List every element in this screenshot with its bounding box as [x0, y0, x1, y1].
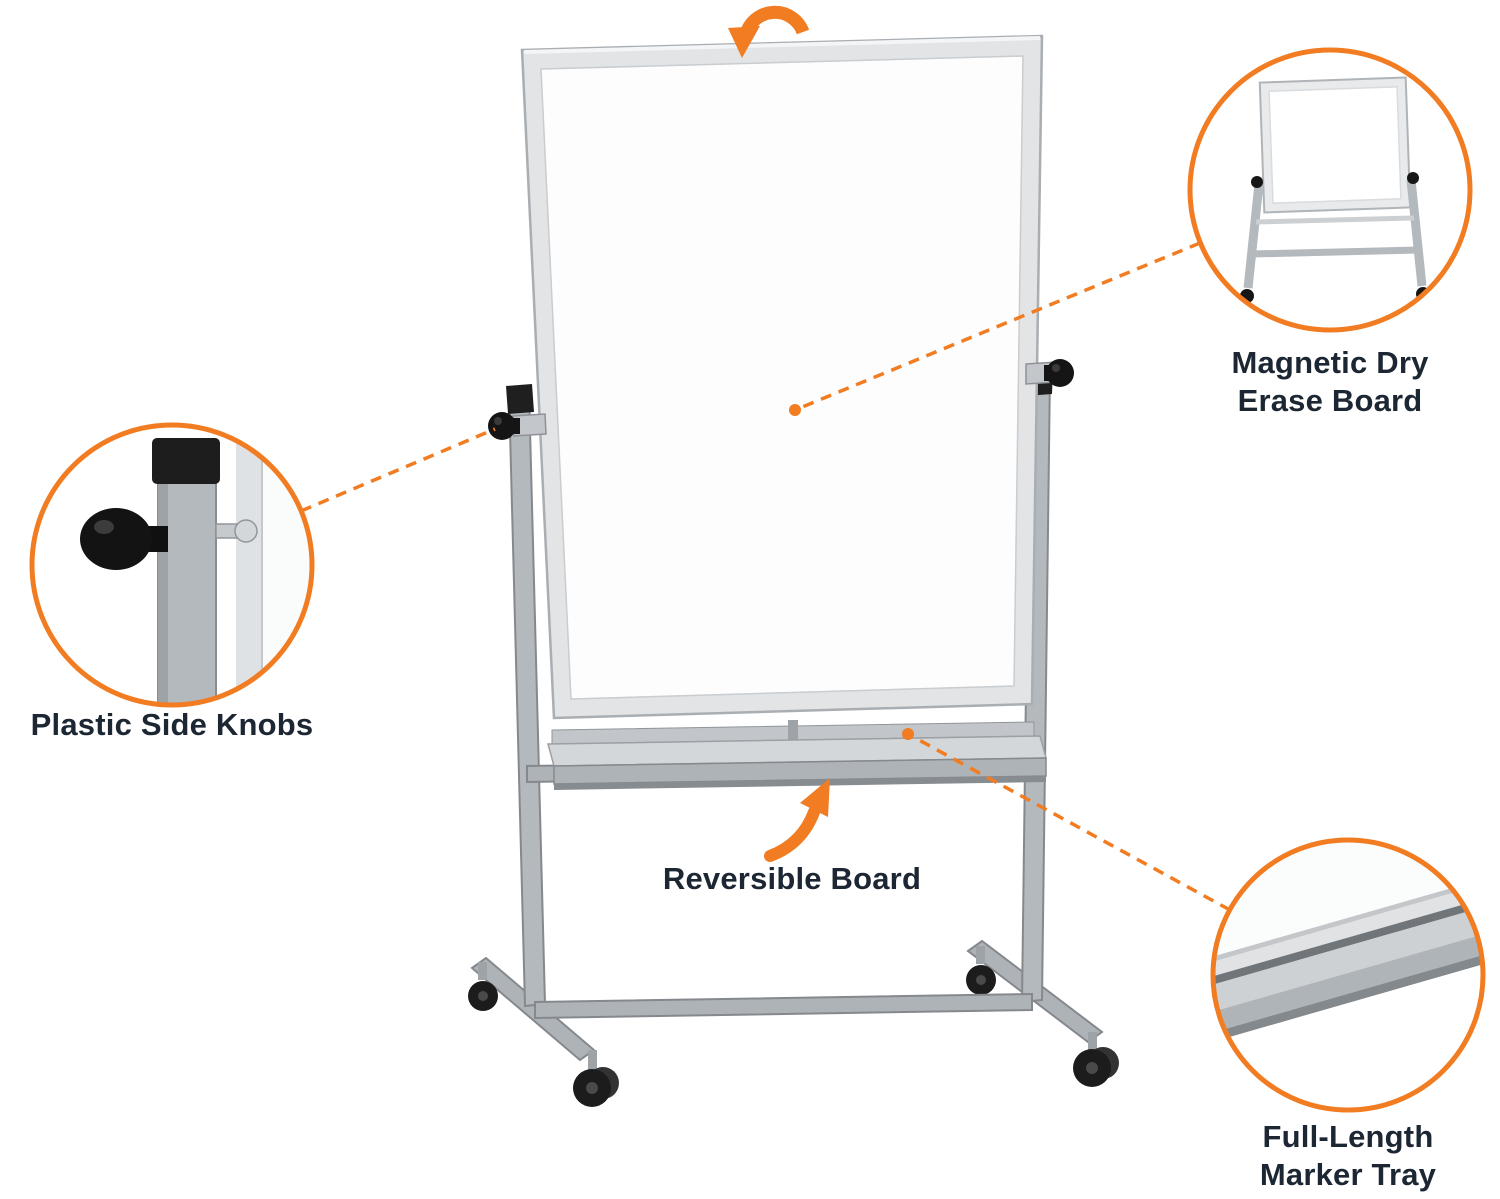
- caster-icon: [966, 946, 996, 995]
- flip-arrow-icon: [764, 778, 830, 862]
- leader-line-tray: [907, 732, 1231, 912]
- caster-icon: [573, 1050, 619, 1107]
- callout-circle-knobs: [29, 422, 315, 708]
- callout-label-line: Erase Board: [1237, 383, 1423, 418]
- marker-tray: [547, 720, 1047, 790]
- callout-label-dry-erase-board: Magnetic Dry Erase Board: [1150, 344, 1500, 420]
- callout-circle-board: [1187, 47, 1473, 333]
- dry-erase-board: [520, 34, 1044, 720]
- callout-label-line: Full-Length: [1262, 1119, 1434, 1154]
- caster-icon: [468, 962, 498, 1011]
- leader-lines: [300, 241, 1231, 912]
- callout-label-line: Magnetic Dry: [1231, 345, 1429, 380]
- callout-label-side-knobs: Plastic Side Knobs: [30, 707, 314, 742]
- caster-icon: [1073, 1032, 1119, 1087]
- rotate-arrow-top-icon: [728, 5, 810, 58]
- leader-line-knobs: [300, 427, 496, 513]
- callout-label-marker-tray: Full-Length Marker Tray: [1192, 1118, 1500, 1194]
- casters: [468, 946, 1119, 1107]
- leader-line-board: [794, 241, 1201, 412]
- leader-dots: [789, 404, 914, 740]
- callout-circle-tray: [1210, 837, 1486, 1113]
- annotation-label-reversible: Reversible Board: [662, 861, 922, 896]
- callout-label-line: Marker Tray: [1259, 1157, 1437, 1192]
- pivot-knobs: [488, 359, 1074, 440]
